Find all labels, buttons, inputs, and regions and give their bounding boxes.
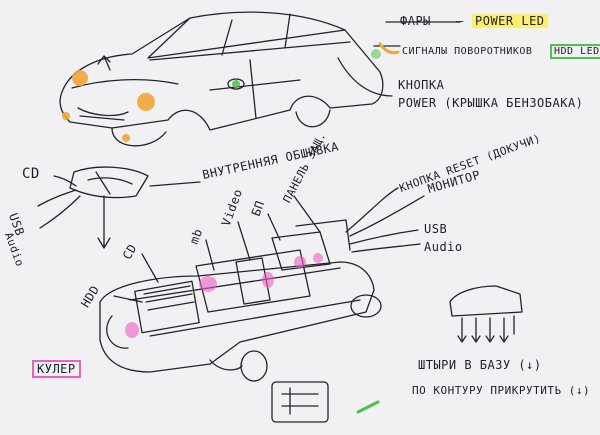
label-power-cap: POWER (КРЫШКА БЕНЗОБАКА) [398,96,584,110]
pointer-psu [267,213,281,241]
pointer-lid-arrow [97,195,111,249]
psu-pink-mark [294,256,306,268]
car-body-outline [59,11,384,131]
orange-scribble [378,42,400,55]
label-lights-dash: – [456,14,464,28]
pointer-power-button [337,57,393,97]
small-part [271,381,329,423]
car-front-wheel [111,127,167,147]
mirror-green-mark [232,80,240,88]
inner-trim-detail [87,171,133,195]
pointer-monitor [349,195,425,237]
cd-cable [209,359,243,371]
car-mirror [227,78,245,90]
pointer-video [237,221,251,261]
turn-signal-right [122,134,130,142]
headlight-left [72,70,88,86]
car-hood-line [71,78,179,89]
color-highlights [62,42,400,414]
chassis-outline [99,261,375,373]
label-pins-base: ШТЫРИ В БАЗУ (↓) [418,358,542,372]
car-rear-wheel [295,109,331,128]
label-usb-right: USB [424,222,448,236]
label-cd-top: CD [22,166,40,182]
pointer-panel [293,195,321,233]
rear-wheel-bottom [350,294,382,318]
hdd-pink-mark [125,322,139,338]
panel-pink-mark [313,253,323,263]
headlight-right [137,93,155,111]
label-screw-contour: ПО КОНТУРУ ПРИКРУТИТЬ (↓) [412,384,591,397]
car-window-lower [149,41,351,61]
pointer-cd-mid [141,253,159,283]
psu-box [271,231,331,271]
mini-car-arrows [457,335,509,343]
green-scribble [356,400,380,414]
small-part-detail [281,387,319,415]
rear-panel [295,219,351,251]
pointer-reset [345,187,399,233]
mini-car-pins [461,315,515,341]
motherboard-panel [195,249,311,313]
label-cooler: КУЛЕР [32,360,81,378]
label-power-led: POWER LED [472,14,548,28]
cd-drive [240,350,268,382]
mb-pink-mark [199,276,217,292]
pointer-hdd [113,295,143,303]
pointer-inner-trim [149,181,201,187]
car-door-line [209,59,301,119]
label-button: КНОПКА [398,78,445,92]
video-card [235,257,271,305]
front-wheel-bottom [106,315,129,349]
pointer-usb [37,189,77,207]
hdd-block [134,280,200,334]
mini-car-outline [449,285,523,317]
pointer-audio-right [351,243,421,253]
turn-signal-left [62,112,70,120]
car-roof-line [147,17,346,59]
video-pink-mark [262,272,274,288]
label-turn-signals: СИГНАЛЫ ПОВОРОТНИКОВ [402,46,533,57]
cap-green-mark [371,49,381,59]
pointer-mb [205,239,215,271]
pointer-usb-right [349,229,419,245]
pointer-audio [39,195,81,229]
pointer-cd [53,175,77,187]
label-hdd-led: HDD LED [550,44,600,59]
car-window-divider [221,13,291,56]
label-audio-right: Аudio [424,240,463,254]
inner-trim-shape [69,166,149,199]
pointer-lid-down [97,55,111,71]
label-lights: ФАРЫ [400,14,431,28]
car-grille [77,107,129,121]
hdd-lines [143,285,195,311]
